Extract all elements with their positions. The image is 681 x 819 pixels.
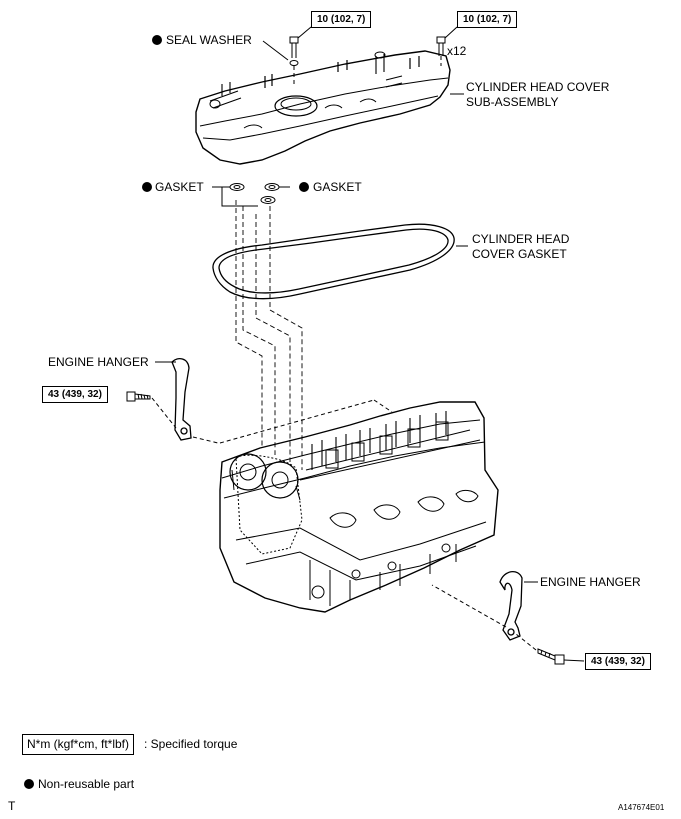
non-reusable-mark — [152, 35, 162, 45]
non-reusable-legend: Non-reusable part — [24, 777, 134, 791]
hanger-bolt-left — [126, 391, 151, 402]
gasket-right-label: GASKET — [313, 180, 362, 194]
non-reusable-mark — [299, 182, 309, 192]
torque-spec-cover-right: 10 (102, 7) — [457, 11, 518, 28]
non-reusable-mark — [142, 182, 152, 192]
non-reusable-legend-text: Non-reusable part — [38, 777, 135, 791]
cylinder-head-cover — [195, 50, 451, 165]
head-cover-label: CYLINDER HEAD COVER SUB-ASSEMBLY — [466, 80, 609, 110]
torque-legend-description: : Specified torque — [144, 737, 238, 751]
engine-hanger-upper — [171, 357, 192, 441]
figure-id: A147674E01 — [618, 803, 665, 812]
torque-spec-cover-left: 10 (102, 7) — [311, 11, 372, 28]
bolt-quantity-label: x12 — [447, 44, 467, 58]
head-cover-gasket-label-line2: COVER GASKET — [472, 247, 567, 261]
footer-mark: T — [8, 799, 16, 813]
small-gaskets — [229, 183, 280, 204]
non-reusable-dot — [24, 779, 34, 789]
cover-bolt-right — [436, 36, 446, 66]
alignment-lines — [235, 200, 303, 470]
engine-hanger-lower-label: ENGINE HANGER — [540, 575, 641, 589]
gasket-left-label: GASKET — [155, 180, 204, 194]
torque-spec-hanger-right: 43 (439, 32) — [585, 653, 651, 670]
seal-washer-label: SEAL WASHER — [166, 33, 252, 47]
cylinder-head — [219, 401, 499, 613]
head-cover-label-line2: SUB-ASSEMBLY — [466, 95, 559, 109]
cylinder-head-cover-gasket — [212, 223, 455, 300]
engine-hanger-upper-label: ENGINE HANGER — [48, 355, 149, 369]
hanger-bolt-right — [537, 648, 565, 665]
head-cover-gasket-label-line1: CYLINDER HEAD — [472, 232, 570, 246]
cover-bolt-left — [289, 36, 299, 84]
head-cover-gasket-label: CYLINDER HEAD COVER GASKET — [472, 232, 569, 262]
head-cover-label-line1: CYLINDER HEAD COVER — [466, 80, 610, 94]
engine-hanger-lower — [499, 571, 523, 641]
torque-spec-hanger-left: 43 (439, 32) — [42, 386, 108, 403]
torque-unit-legend: N*m (kgf*cm, ft*lbf) — [22, 734, 135, 755]
